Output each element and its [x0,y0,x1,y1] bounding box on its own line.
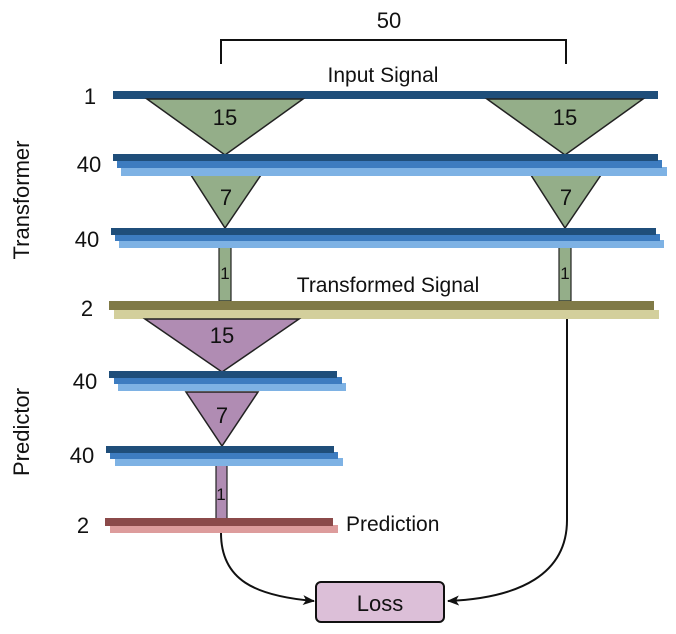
prediction-dark-bar [105,518,333,526]
transformer-layer-1-channels: 40 [77,152,101,177]
loss-node: Loss [315,581,445,623]
kernel-15-predictor-label: 15 [210,323,234,348]
input-signal-label: Input Signal [328,64,439,87]
prediction-label: Prediction [346,513,439,536]
kernel-7-predictor [184,391,260,448]
kernel-7-predictor-label: 7 [216,403,228,428]
predictor-layer-1-light-bar [118,383,346,391]
prediction-channels: 2 [77,513,89,538]
input-signal-layer: Input Signal 1 [84,64,658,109]
prediction-layer: Prediction 2 [77,513,440,538]
predictor-layer-1-mid-bar [114,377,342,384]
predictor-layer-2-light-bar [115,458,343,466]
bracket-value: 50 [377,8,401,33]
prediction-to-loss-arrow [220,532,315,606]
transformed-signal-label: Transformed Signal [297,274,479,297]
layer-1-light-bar [121,167,667,176]
width-bracket: 50 [220,8,567,64]
predictor-layer-1: 40 [73,369,346,394]
kernel-7-left-label: 7 [220,185,232,210]
predictor-layer-2-dark-bar [106,446,334,453]
predictor-kernels: 15 7 1 [142,318,302,521]
transformed-signal-channels: 2 [81,296,93,321]
layer-2-mid-bar [115,234,660,241]
kernel-15-right [484,98,646,156]
kernel-15-left-label: 15 [213,105,237,130]
input-signal-bar [113,91,658,99]
predictor-layer-2-mid-bar [110,452,338,459]
transformed-signal-dark-bar [109,301,654,310]
kernel-7-right-label: 7 [560,185,572,210]
layer-1-dark-bar [113,154,658,161]
transformer-left-kernels: 15 7 1 [144,98,306,302]
kernel-15-right-label: 15 [553,105,577,130]
transformer-layer-1: 40 [77,152,667,177]
predictor-layer-2: 40 [70,443,343,468]
predictor-section-label: Predictor [9,388,34,476]
input-signal-channels: 1 [84,84,96,109]
predictor-layer-1-dark-bar [109,371,337,378]
transformer-section-label: Transformer [9,141,34,260]
transformer-layer-2: 40 [75,227,664,252]
loss-label: Loss [357,591,403,616]
kernel-15-left [144,98,306,156]
prediction-light-bar [110,525,338,533]
transformer-right-kernels: 15 7 1 [484,98,646,302]
target-to-loss-arrow [447,319,568,606]
layer-2-light-bar [119,240,664,248]
kernel-1-right-label: 1 [560,264,569,283]
transformer-layer-2-channels: 40 [75,227,99,252]
layer-2-dark-bar [111,228,656,235]
kernel-1-predictor-label: 1 [216,485,225,504]
loss-box [315,581,445,623]
transformed-signal-light-bar [114,310,659,319]
kernel-1-left-label: 1 [220,264,229,283]
predictor-layer-1-channels: 40 [73,369,97,394]
layer-1-mid-bar [117,160,662,168]
kernel-15-predictor [142,318,302,373]
transformed-signal-layer: Transformed Signal 2 [81,274,659,321]
predictor-layer-2-channels: 40 [70,443,94,468]
